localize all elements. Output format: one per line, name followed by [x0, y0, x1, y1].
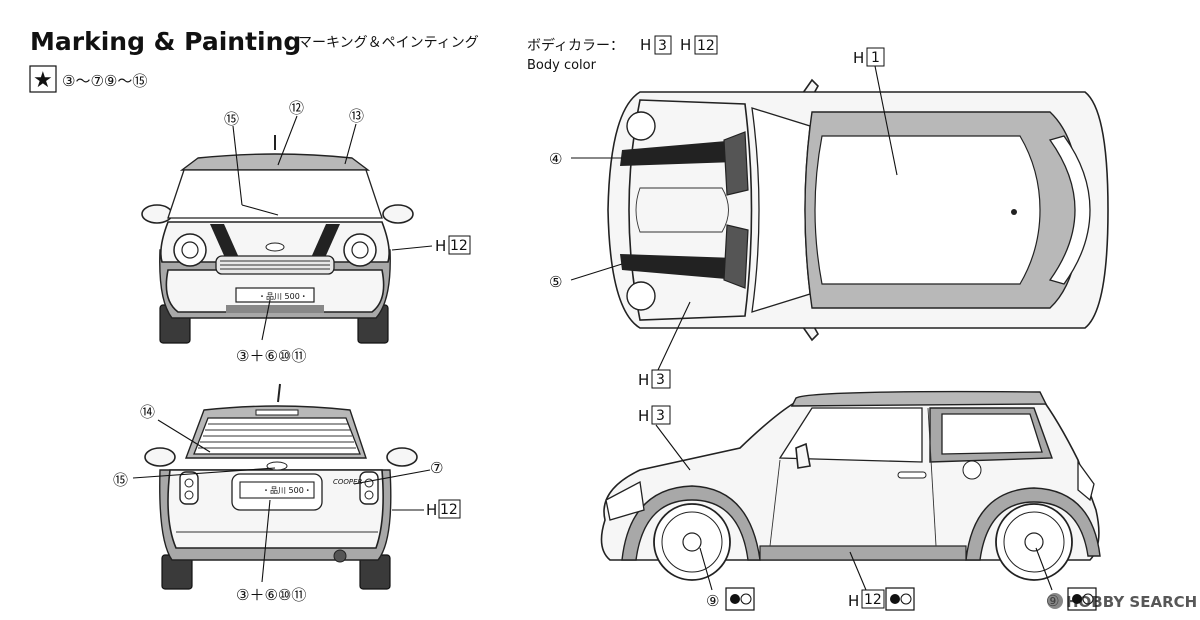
rear-callout-7: ⑦	[430, 459, 443, 477]
side-code-num: 3	[656, 408, 665, 424]
star-icon: ★	[33, 68, 53, 93]
front-paint-code-h: H	[435, 237, 446, 255]
front-paint-code-num: 12	[450, 238, 468, 254]
side-view	[600, 390, 1101, 581]
front-callout-12: ⑫	[289, 99, 304, 117]
roof-code-h: H	[853, 49, 864, 67]
hood-code-h: H	[638, 371, 649, 389]
front-plate: ・品川 500・	[258, 292, 308, 301]
rear-plate: ・品川 500・	[262, 486, 312, 495]
top-view	[607, 78, 1109, 342]
wheel-callout-left: ⑨	[706, 592, 719, 610]
front-view: ・品川 500・	[141, 135, 414, 344]
svg-text:12: 12	[697, 38, 715, 54]
roof-code-num: 1	[871, 50, 880, 66]
star-decal-list: ③～⑦⑨～⑮	[62, 72, 147, 90]
stripe-callout-4: ④	[549, 150, 562, 168]
page-title: Marking & Painting	[30, 27, 301, 56]
cooper-badge: COOPER	[333, 478, 363, 486]
page-title-jp: マーキング＆ペインティング	[298, 35, 479, 51]
svg-text:H: H	[640, 36, 651, 54]
front-bottom-label: ③＋⑥⑩⑪	[236, 347, 306, 365]
rear-callout-14: ⑭	[140, 403, 155, 421]
rear-view: ・品川 500・ COOPER	[144, 383, 418, 590]
svg-text:3: 3	[658, 38, 667, 54]
rear-callouts: ⑭ ⑮ ⑦ H 12 ③＋⑥⑩⑪	[113, 403, 461, 604]
rear-callout-15: ⑮	[113, 471, 128, 489]
front-callouts: ⑮ ⑫ ⑬ H 12 ③＋⑥⑩⑪	[224, 99, 471, 365]
body-color-en: Body color	[527, 58, 597, 73]
body-color-jp: ボディカラー：	[527, 37, 624, 54]
rear-paint-code-h: H	[426, 501, 437, 519]
front-callout-15: ⑮	[224, 110, 239, 128]
hobby-search-watermark: HOBBY SEARCH	[1047, 593, 1197, 611]
stripe-callout-5: ⑤	[549, 273, 562, 291]
watermark-logo: HOBBY SEARCH	[1066, 593, 1197, 611]
hood-code-num: 3	[656, 372, 665, 388]
top-callouts: H 1 ④ ⑤ H 3	[549, 47, 898, 389]
rear-paint-code-num: 12	[440, 502, 458, 518]
body-color-codes: H 3 H 12	[640, 35, 718, 55]
star-box	[29, 65, 57, 93]
sill-code-h: H	[848, 592, 859, 610]
rear-bottom-label: ③＋⑥⑩⑪	[236, 586, 306, 604]
sill-code-num: 12	[864, 592, 882, 608]
svg-text:H: H	[680, 36, 691, 54]
front-callout-13: ⑬	[349, 107, 364, 125]
side-code-h: H	[638, 407, 649, 425]
